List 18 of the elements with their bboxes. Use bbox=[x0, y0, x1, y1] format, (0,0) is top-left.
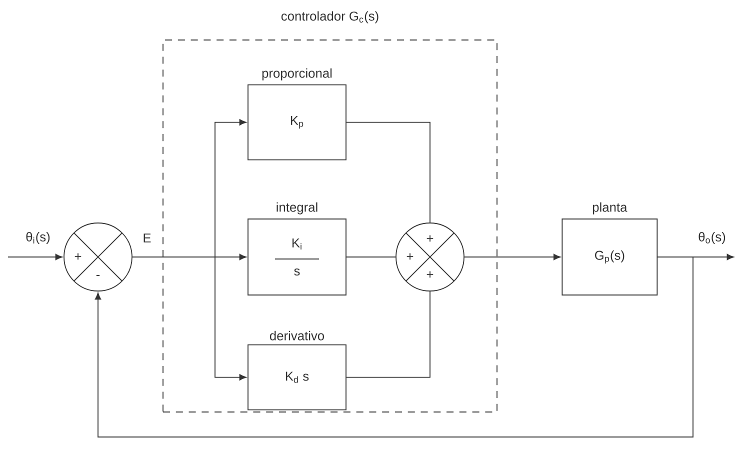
edge-label: E bbox=[144, 234, 151, 242]
arrow bbox=[8, 254, 62, 260]
group-title: controlador G$_{c}$(s) bbox=[281, 11, 378, 24]
block-box: K$_{p}$ bbox=[248, 84, 346, 160]
summing-junction: + + + bbox=[396, 222, 464, 292]
edge-label: θ$_{i}$(s) bbox=[26, 232, 50, 244]
block-box: K$_{d}$ s bbox=[248, 344, 346, 410]
summing-junction: + - bbox=[64, 222, 132, 292]
block-heading: planta bbox=[592, 202, 628, 214]
arrow bbox=[132, 256, 246, 380]
arrow bbox=[464, 254, 560, 260]
block-heading: proporcional bbox=[262, 68, 332, 80]
edge-label: θ$_{o}$(s) bbox=[698, 232, 726, 244]
block-box: G$_{p}$(s) bbox=[562, 218, 658, 296]
block-box: K$_{i}$ s bbox=[248, 218, 346, 296]
block-heading: derivativo bbox=[270, 330, 324, 340]
arrow bbox=[94, 256, 694, 438]
block-heading: integral bbox=[276, 202, 318, 214]
